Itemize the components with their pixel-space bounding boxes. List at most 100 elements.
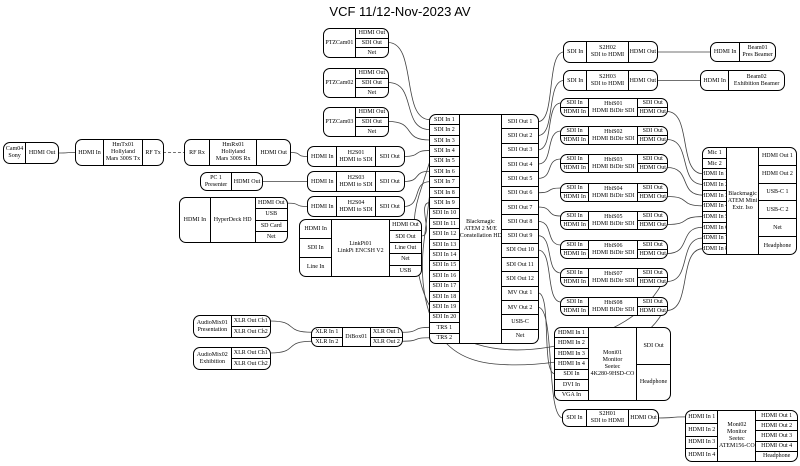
port-atem2me-sdi-out-4: SDI Out 4: [502, 156, 538, 171]
h2s04-label-line: H2S04: [347, 199, 365, 206]
mon02-label-line: Moni02: [727, 422, 747, 428]
port-h2s03-hdmi-in: HDMI In: [310, 178, 334, 185]
port-ptz02-hdmi-out: HDMI Out: [358, 70, 386, 77]
ptz03-label-line: PTZCam03: [325, 118, 354, 125]
connection-hbis05-hdmi-out--atemmini-hdmi-in-5: [666, 216, 704, 225]
port-atem2me-sdi-in-16: SDI In 16: [430, 270, 459, 280]
h2s04-port-column: HDMI In: [308, 197, 338, 216]
connection-atem2me-sdi-out-10--hbis08-sdi-in: [537, 249, 562, 303]
h2s01-port-column: HDMI In: [308, 147, 338, 166]
port-atem2me-sdi-in-17: SDI In 17: [430, 280, 459, 291]
h2s03-label-line: HDMI to SDI: [339, 181, 373, 188]
connection-cam04-hdmi-out--hmtx01-hdmi-in: [57, 152, 77, 154]
port-audiomix01-xlr-out-ch2: XLR Out Ch2: [231, 326, 270, 337]
cam04-port-column: HDMI Out: [26, 143, 58, 163]
port-atemmini-mic-2: Mic 2: [703, 157, 727, 169]
connection-ptz01-sdi-out--atem2me-sdi-in-1: [387, 42, 431, 121]
connection-s2h01-hdmi-out--mon02-hdmi-in-1: [657, 416, 687, 419]
port-dibox-xlr-in-1: XLR In 1: [315, 329, 339, 336]
port-hmtx01-rf-tx: RF Tx: [145, 149, 161, 156]
hmtx01-label-line: Mars 300S Tx: [105, 156, 141, 162]
port-mon02-hdmi-in-4: HDMI In 4: [686, 448, 718, 461]
h2s04-port-column: SDI Out: [376, 197, 404, 216]
atemmini-label-line: Blackmagic: [728, 190, 757, 197]
port-mon02-hdmi-out-2: HDMI Out 2: [756, 420, 797, 430]
port-hbis06-sdi-in: SDI In: [566, 242, 583, 248]
port-atem2me-trs-2: TRS 2: [430, 332, 459, 343]
connection-hmrx01-hdmi-out--h2s01-hdmi-in: [289, 152, 309, 157]
port-atemmini-hdmi-in-2: HDMI In 2: [703, 179, 727, 190]
mon01-label-line: Seetec: [604, 364, 621, 370]
dibox-label-line: DiBox01: [345, 333, 368, 340]
port-hbis05-hdmi-out: HDMI Out: [638, 220, 667, 228]
port-mon01-headphone: Headphone: [637, 363, 670, 401]
h2s01-label-line: H2S01: [347, 149, 365, 156]
port-beam02-hdmi-in: HDMI In: [703, 77, 726, 84]
s2h03-label-line: S2H03: [599, 73, 616, 80]
hbis02-label-line: HbiS02: [604, 128, 623, 135]
port-hbis01-sdi-out: SDI Out: [642, 100, 663, 106]
port-hbis07-hdmi-in: HDMI In: [561, 277, 589, 286]
beam01-label-line: Pres Beamer: [742, 52, 773, 58]
connection-h2s01-sdi-out--atem2me-sdi-in-4: [403, 150, 431, 157]
h2s01-port-column: SDI Out: [376, 147, 404, 166]
mon01-label-line: 4K280-9HSD-CO: [590, 371, 635, 377]
port-h2s01-hdmi-in: HDMI In: [310, 153, 334, 160]
port-ptz03-hdmi-out: HDMI Out: [358, 109, 386, 116]
port-hbis03-hdmi-in: HDMI In: [561, 163, 589, 172]
port-mon01-hdmi-in-1: HDMI In 1: [557, 329, 585, 336]
port-ptz03-sdi-out: SDI Out: [355, 116, 388, 127]
port-mon02-hdmi-out-1: HDMI Out 1: [761, 412, 793, 419]
port-hmrx01-hdmi-out: HDMI Out: [260, 149, 287, 156]
diagram-title: VCF 11/12-Nov-2023 AV: [329, 4, 471, 19]
port-hbis08-hdmi-out: HDMI Out: [638, 306, 667, 314]
ptz01-label: PTZCam01: [324, 29, 356, 57]
hbis03-label-line: HDMI BiDir SDI: [592, 163, 635, 170]
audiomix01-label-line: Presentation: [197, 326, 228, 333]
hbis08-label-line: HbiS08: [604, 299, 623, 306]
port-mon02-hdmi-in-1: HDMI In 1: [688, 413, 716, 420]
port-atem2me-sdi-out-10: SDI Out 10: [502, 242, 538, 257]
connection-atem2me-sdi-out-4--hbis02-sdi-in: [537, 130, 562, 165]
connection-hbis07-hdmi-out--atemmini-hdmi-in-7: [666, 237, 704, 282]
mon01-label-line: Monitor: [602, 357, 623, 363]
s2h02-label-line: SDI to HDMI: [590, 52, 625, 58]
port-atem2me-sdi-out-9: SDI Out 9: [502, 228, 538, 243]
port-atemmini-hdmi-in-6: HDMI In 6: [703, 221, 727, 233]
port-dibox-xlr-in-2: XLR In 2: [312, 336, 342, 347]
port-ptz03-net: Net: [355, 126, 388, 136]
port-atemmini-usb-c-2: USB-C 2: [758, 200, 796, 218]
beam01-port-column: HDMI In: [711, 43, 741, 61]
hbis05-label-line: HDMI BiDir SDI: [592, 220, 635, 227]
connection-dibox-xlr-out-2--atem2me-trs-2: [401, 337, 431, 342]
beam02-port-column: HDMI In: [701, 71, 730, 90]
hmrx01-label-line: Mars 300S Rx: [215, 156, 251, 162]
port-atemmini-hdmi-out-1: HDMI Out 1: [761, 153, 793, 160]
port-hyperdeck-usb: USB: [255, 208, 287, 219]
port-ptz01-sdi-out: SDI Out: [355, 37, 388, 48]
